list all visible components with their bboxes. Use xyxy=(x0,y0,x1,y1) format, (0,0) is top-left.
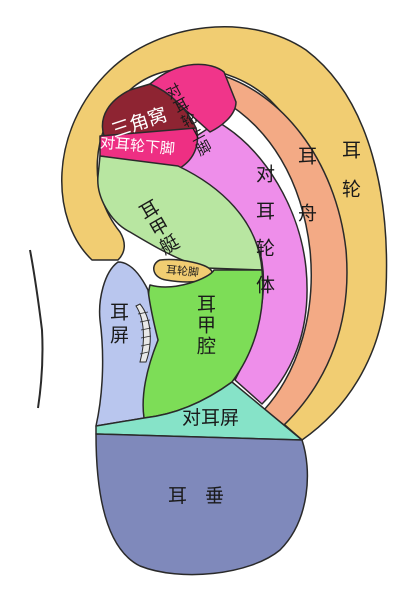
label-antitragus: 对耳屏 xyxy=(182,407,239,429)
region-tragus xyxy=(95,261,159,427)
region-lobule xyxy=(95,433,309,576)
label-helix: 耳轮 xyxy=(339,140,361,218)
label-cavum-conchae: 耳甲腔 xyxy=(194,294,216,357)
notch-hatching xyxy=(137,311,152,355)
label-lobule: 耳垂 xyxy=(168,485,242,507)
label-antihelix-body: 对耳轮体 xyxy=(253,164,275,312)
region-superior-crus xyxy=(149,63,237,133)
label-helix-crus: 耳轮脚 xyxy=(165,262,199,279)
label-tragus: 耳屏 xyxy=(107,302,129,348)
label-scapha: 耳舟 xyxy=(295,146,317,260)
cheek-outline xyxy=(29,249,44,409)
intertragic-notch xyxy=(135,303,151,363)
